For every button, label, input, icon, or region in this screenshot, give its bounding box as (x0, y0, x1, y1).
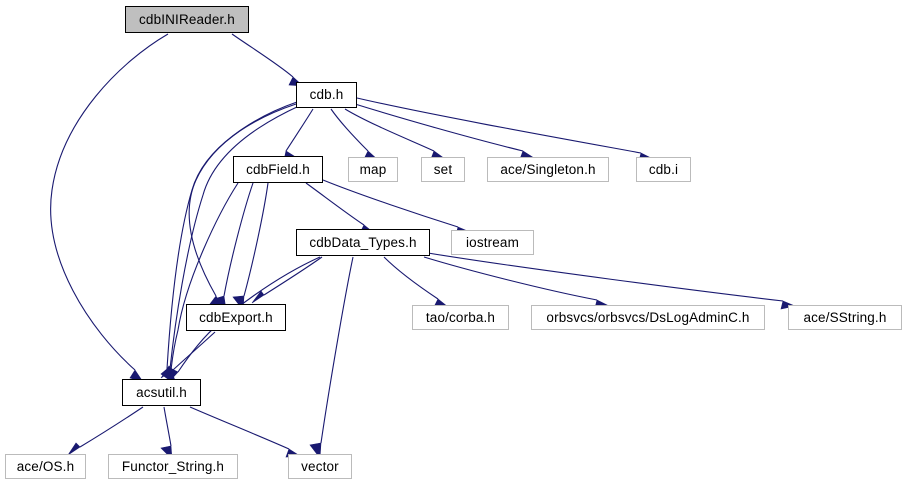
node-vector[interactable]: vector (288, 454, 352, 479)
edge-acsutil-to-functorString (163, 406, 172, 447)
edge-cdbDataTypes-to-cdbExport (263, 256, 323, 296)
edge-cdbINIReader-to-cdb (231, 33, 294, 78)
node-aceSingleton[interactable]: ace/Singleton.h (487, 157, 609, 182)
node-set[interactable]: set (421, 157, 465, 182)
edge-cdb-to-cdbExport (188, 101, 298, 297)
edge-cdb-to-cdbField (285, 108, 314, 152)
node-aceSString[interactable]: ace/SString.h (788, 305, 902, 330)
node-label-cdbDataTypes: cdbData_Types.h (309, 234, 417, 250)
node-aceOS[interactable]: ace/OS.h (5, 454, 86, 479)
edge-cdbDataTypes-to-dsLogAdmin (423, 256, 598, 301)
node-cdbExport[interactable]: cdbExport.h (186, 304, 286, 331)
node-label-functorString: Functor_String.h (121, 458, 225, 474)
edge-cdbDataTypes-to-vector (320, 256, 354, 444)
edge-cdb-to-acsutil (166, 103, 297, 370)
arrowhead-cdbDataTypes-to-cdbExport (251, 290, 265, 304)
edge-cdbDataTypes-to-acsutil (177, 256, 321, 373)
node-acsutil[interactable]: acsutil.h (122, 379, 201, 406)
node-label-set: set (433, 161, 453, 177)
edge-cdbField-to-iostream (322, 179, 459, 228)
edge-cdb-to-map (330, 108, 369, 152)
node-cdbI[interactable]: cdb.i (636, 157, 691, 182)
edge-cdb-to-aceSingleton (354, 103, 524, 152)
edge-cdb-to-cdbI (356, 97, 642, 154)
edge-cdbField-to-acsutil (170, 182, 239, 371)
node-cdbField[interactable]: cdbField.h (233, 156, 323, 183)
edge-cdbDataTypes-to-aceSString (427, 252, 784, 302)
edge-cdb-to-acsutil2 (169, 105, 300, 370)
node-label-acsutil: acsutil.h (136, 384, 187, 400)
node-iostream[interactable]: iostream (451, 230, 534, 255)
arrowhead-cdbExport-to-acsutil (160, 365, 174, 379)
edge-cdbField-to-cdbDataTypes (305, 182, 365, 226)
node-label-iostream: iostream (466, 234, 519, 250)
edge-acsutil-to-aceOS (79, 406, 144, 448)
node-label-map: map (359, 161, 387, 177)
node-label-cdbExport: cdbExport.h (199, 309, 273, 325)
node-cdbINIReader[interactable]: cdbINIReader.h (125, 6, 249, 33)
edge-acsutil-to-vector (189, 406, 290, 450)
edge-cdbField-to-cdbExport (223, 182, 254, 297)
edge-cdbField-to-cdbExport2 (243, 182, 269, 297)
node-label-vector: vector (301, 458, 339, 474)
node-cdbDataTypes[interactable]: cdbData_Types.h (296, 229, 430, 256)
node-label-cdbField: cdbField.h (246, 161, 310, 177)
arrowhead-acsutil-to-aceOS (67, 442, 81, 456)
node-cdb[interactable]: cdb.h (296, 82, 357, 108)
node-label-aceSString: ace/SString.h (803, 309, 887, 325)
node-label-cdbINIReader: cdbINIReader.h (139, 11, 235, 27)
node-label-cdb: cdb.h (309, 87, 344, 103)
edge-cdb-to-set (344, 108, 435, 152)
node-label-aceSingleton: ace/Singleton.h (500, 161, 596, 177)
node-functorString[interactable]: Functor_String.h (108, 454, 238, 479)
node-map[interactable]: map (348, 157, 398, 182)
node-label-taoCorba: tao/corba.h (425, 309, 496, 325)
edge-cdbExport-to-acsutil (172, 331, 216, 371)
edge-cdbDataTypes-to-taoCorba (383, 256, 439, 300)
node-label-dsLogAdmin: orbsvcs/orbsvcs/DsLogAdminC.h (546, 309, 750, 325)
node-dsLogAdmin[interactable]: orbsvcs/orbsvcs/DsLogAdminC.h (531, 305, 765, 330)
node-taoCorba[interactable]: tao/corba.h (412, 305, 509, 330)
node-label-aceOS: ace/OS.h (16, 458, 75, 474)
node-label-cdbI: cdb.i (648, 161, 679, 177)
edge-cdbINIReader-to-acsutil (50, 33, 169, 371)
